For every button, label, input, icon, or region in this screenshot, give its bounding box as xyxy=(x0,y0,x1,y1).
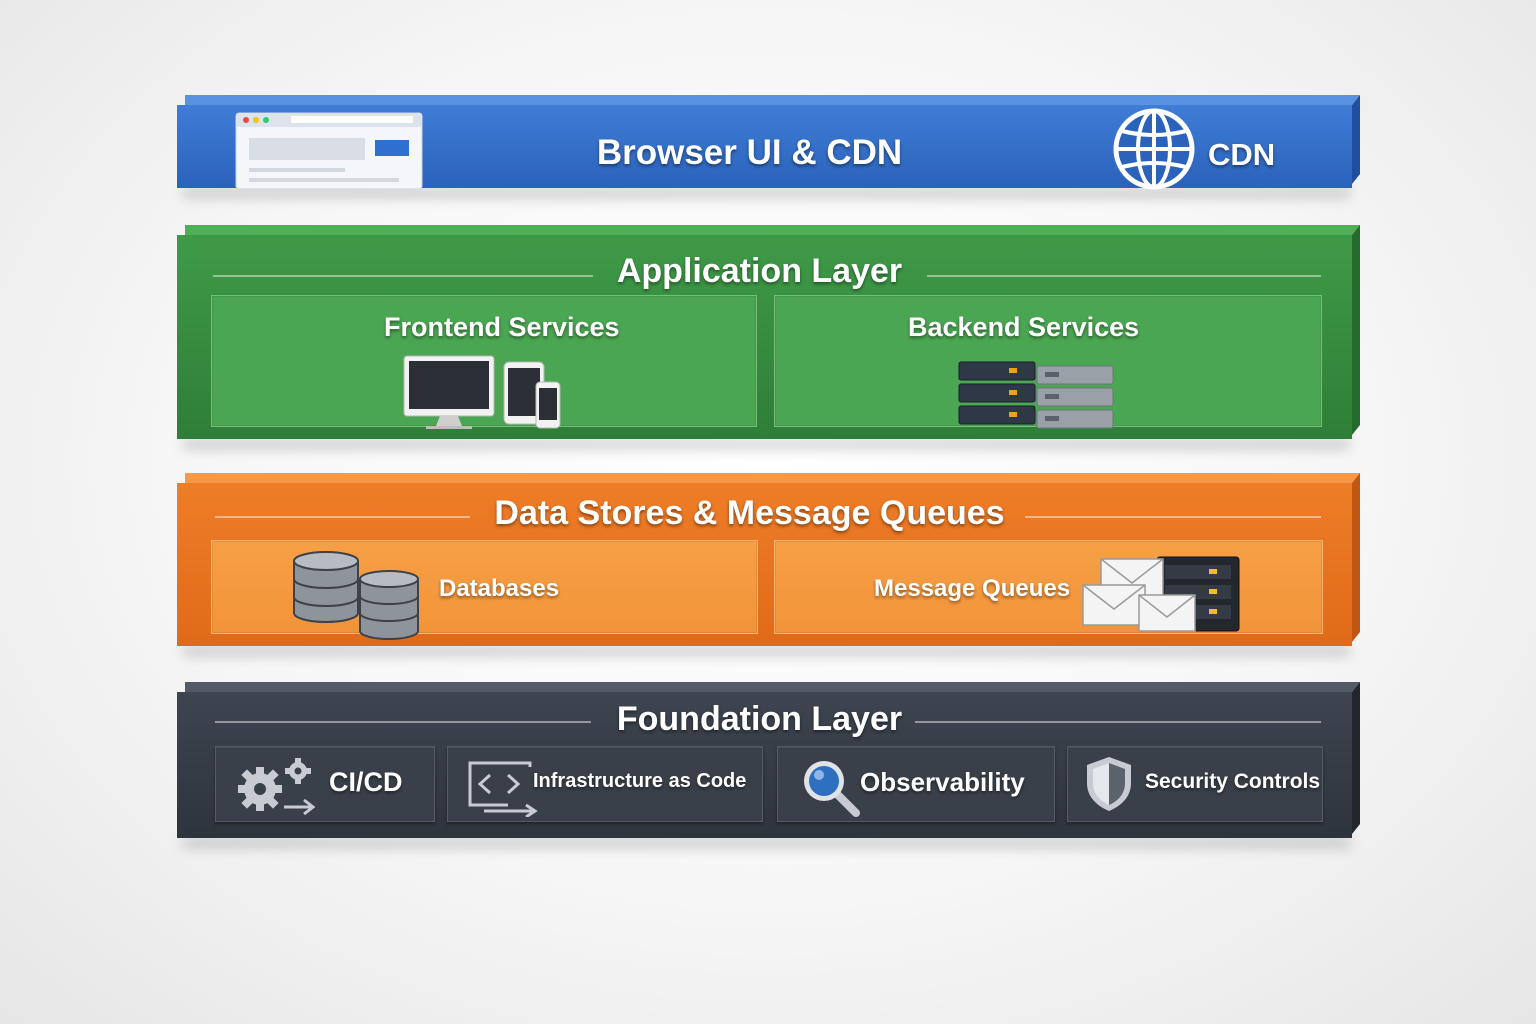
layer-title-foundation: Foundation Layer xyxy=(616,700,903,738)
magnifier-icon xyxy=(804,761,860,817)
frontend-services-label: Frontend Services xyxy=(384,312,620,342)
foundation-item-label: Infrastructure as Code xyxy=(533,770,747,792)
foundation-item-iac: Infrastructure as Code xyxy=(447,746,763,822)
application-layer: Application Layer Frontend Services Back… xyxy=(177,225,1360,449)
devices-icon xyxy=(403,355,561,429)
backend-services-label: Backend Services xyxy=(908,312,1140,342)
backend-services-panel: Backend Services xyxy=(774,295,1322,429)
databases-panel: Databases xyxy=(211,540,758,640)
database-icon xyxy=(293,551,419,640)
message-queues-panel: Message Queues xyxy=(774,540,1323,634)
foundation-item-label: Security Controls xyxy=(1145,770,1321,793)
foundation-item-observability: Observability xyxy=(777,746,1055,822)
shield-icon xyxy=(1087,757,1131,811)
databases-label: Databases xyxy=(439,575,560,602)
browser-ui-cdn-layer: Browser UI & CDN CDN xyxy=(177,95,1360,198)
server-rack-icon xyxy=(958,361,1114,429)
mail-server-icon xyxy=(1082,556,1240,632)
data-stores-layer: Data Stores & Message Queues Databases xyxy=(177,473,1360,656)
globe-icon xyxy=(1113,108,1195,190)
message-queues-label: Message Queues xyxy=(874,575,1071,602)
browser-window-icon xyxy=(235,112,423,190)
frontend-services-panel: Frontend Services xyxy=(211,295,757,429)
gears-icon xyxy=(238,758,316,815)
title-rule-right xyxy=(915,721,1321,723)
title-rule-left xyxy=(213,275,593,277)
foundation-item-label: Observability xyxy=(860,767,1025,797)
title-rule-left xyxy=(215,516,470,518)
layer-title-data-stores: Data Stores & Message Queues xyxy=(494,494,1005,532)
title-rule-right xyxy=(1025,516,1321,518)
foundation-item-label: CI/CD xyxy=(329,767,403,797)
layer-title-application: Application Layer xyxy=(616,252,903,290)
title-rule-left xyxy=(215,721,591,723)
foundation-layer: Foundation Layer xyxy=(177,682,1360,848)
cdn-label: CDN xyxy=(1208,137,1276,172)
foundation-item-security: Security Controls xyxy=(1067,746,1323,822)
title-rule-right xyxy=(927,275,1321,277)
layer-title-browser-ui: Browser UI & CDN xyxy=(596,133,903,172)
foundation-item-cicd: CI/CD xyxy=(215,746,435,822)
code-icon xyxy=(468,761,538,817)
